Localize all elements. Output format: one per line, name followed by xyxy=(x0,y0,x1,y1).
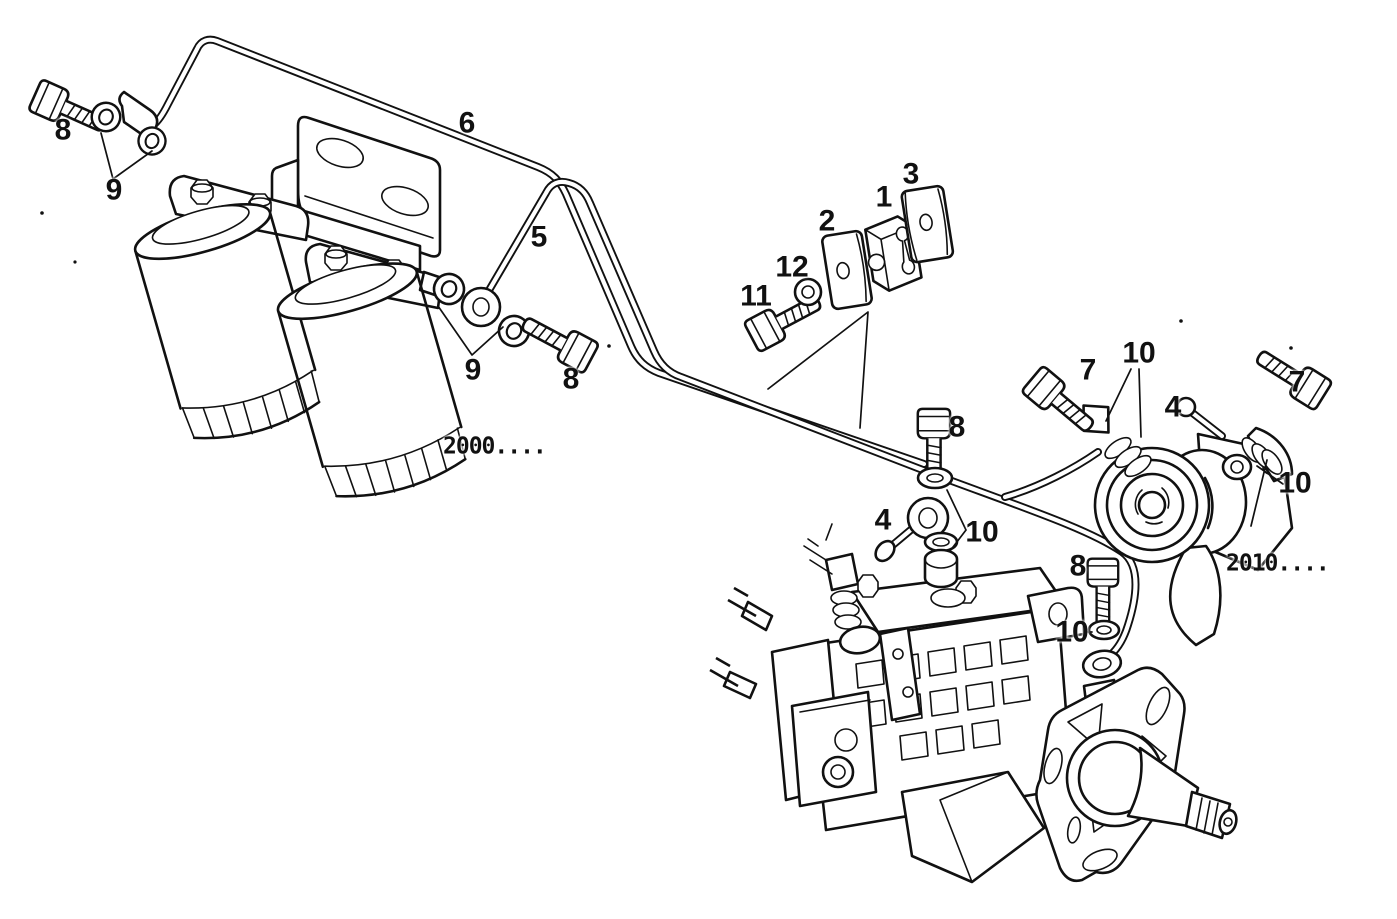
leader-10-feed-pump xyxy=(1105,368,1142,438)
callout-8-11: 8 xyxy=(948,410,966,444)
callout-8-0: 8 xyxy=(54,113,72,147)
fuel-feed-pump xyxy=(1082,396,1294,647)
caption-2000: 2000.... xyxy=(443,433,547,460)
clamp-washer-12 xyxy=(793,277,823,307)
callout-10-13: 10 xyxy=(965,515,999,549)
callout-12-7: 12 xyxy=(775,250,809,284)
callout-9-1: 9 xyxy=(105,173,123,207)
leader-10-right xyxy=(1250,459,1284,527)
pump-right-banjo-stack xyxy=(1081,557,1123,679)
callout-7-14: 7 xyxy=(1079,353,1097,387)
callout-7-17: 7 xyxy=(1288,365,1306,399)
callout-4-12: 4 xyxy=(874,503,892,537)
banjo-assembly-filter-outlet xyxy=(427,267,601,376)
pump-drive-flange xyxy=(1035,666,1238,883)
callout-10-18: 10 xyxy=(1278,466,1312,500)
callout-8-5: 8 xyxy=(562,362,580,396)
fuel-filter-left xyxy=(133,203,321,440)
leader-10-pump-top xyxy=(946,489,967,552)
banjo-bolt-8-filter xyxy=(514,306,601,376)
fuel-pipe-to-feed-pump xyxy=(1005,452,1098,497)
leader-9-right xyxy=(437,305,504,356)
callout-10-15: 10 xyxy=(1122,336,1156,370)
clamp-plate-2 xyxy=(821,229,873,311)
callout-5-3: 5 xyxy=(530,220,548,254)
pump-top-banjo-stack xyxy=(874,407,966,608)
callout-2-8: 2 xyxy=(818,204,836,238)
callout-9-4: 9 xyxy=(464,353,482,387)
leader-clamp xyxy=(767,311,869,429)
callout-1-9: 1 xyxy=(875,180,893,214)
banjo-assembly-top-left xyxy=(26,77,171,160)
leader-9-left xyxy=(100,132,153,180)
fuel-filter-right xyxy=(276,262,467,498)
banjo-bolt-8-pump-right xyxy=(1086,557,1120,629)
callout-8-19: 8 xyxy=(1069,549,1087,583)
callout-11-6: 11 xyxy=(740,279,772,313)
pipe-clamp-group xyxy=(742,184,955,429)
clamp-plate-3 xyxy=(900,184,955,264)
fan-blade-lower xyxy=(1169,544,1222,647)
callout-3-10: 3 xyxy=(902,157,920,191)
callout-4-16: 4 xyxy=(1164,390,1182,424)
callout-10-20: 10 xyxy=(1055,615,1089,649)
callout-6-2: 6 xyxy=(458,106,476,140)
injection-pump xyxy=(709,523,1120,884)
caption-2010: 2010.... xyxy=(1226,550,1330,577)
